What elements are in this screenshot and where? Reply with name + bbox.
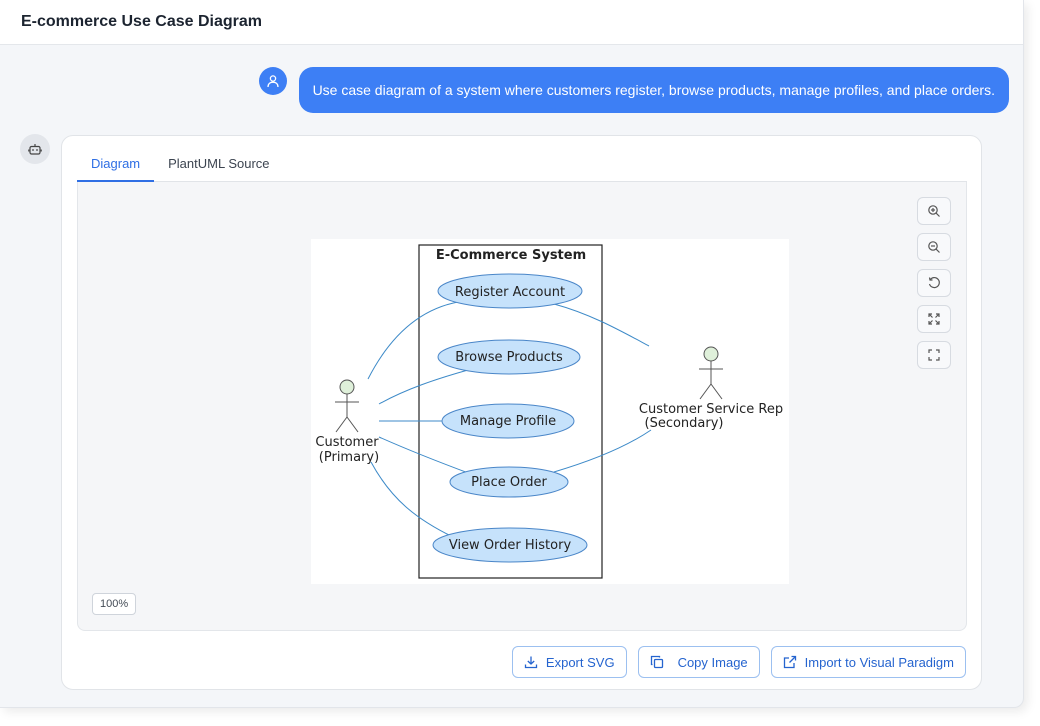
- user-message-bubble: Use case diagram of a system where custo…: [298, 67, 1009, 113]
- tab-plantuml-source[interactable]: PlantUML Source: [168, 156, 270, 171]
- system-title: E-Commerce System: [436, 248, 586, 263]
- tab-diagram[interactable]: Diagram: [77, 150, 155, 182]
- fullscreen-button[interactable]: [917, 341, 951, 369]
- fullscreen-icon: [928, 349, 940, 361]
- use-case-view-history: View Order History: [432, 527, 588, 563]
- svg-text:Place Order: Place Order: [471, 475, 547, 490]
- robot-icon: [28, 144, 42, 155]
- assoc-customer-register: [367, 301, 459, 380]
- assoc-customer-browse: [378, 369, 469, 405]
- zoom-in-button[interactable]: [917, 197, 951, 225]
- export-svg-button[interactable]: Export SVG: [511, 646, 627, 678]
- diagram-svg: E-Commerce System Register: [315, 244, 783, 579]
- response-card: Diagram PlantUML Source E-Commerce Syste…: [61, 135, 982, 690]
- external-link-icon: [783, 655, 796, 669]
- user-icon: [266, 75, 279, 88]
- use-case-browse: Browse Products: [437, 339, 581, 375]
- use-case-register: Register Account: [437, 273, 583, 309]
- reset-button[interactable]: [917, 269, 951, 297]
- export-svg-label: Export SVG: [545, 654, 615, 670]
- top-bar: E-commerce Use Case Diagram: [0, 0, 1023, 45]
- system-boundary: [418, 244, 603, 579]
- tab-bar: Diagram PlantUML Source: [77, 150, 967, 182]
- svg-text:Browse Products: Browse Products: [455, 350, 563, 365]
- user-avatar: [258, 67, 287, 95]
- assoc-rep-order: [553, 429, 652, 473]
- use-case-place-order: Place Order: [449, 466, 569, 498]
- actor-service-rep-name: Customer Service Rep: [639, 402, 783, 417]
- assoc-customer-history: [370, 461, 454, 538]
- zoom-level-badge: 100%: [92, 593, 137, 615]
- copy-image-button[interactable]: Copy Image: [637, 646, 760, 678]
- user-message-row: Use case diagram of a system where custo…: [258, 67, 1009, 113]
- reset-icon: [928, 276, 940, 289]
- actor-service-rep: [699, 346, 723, 400]
- assoc-customer-order: [378, 436, 472, 475]
- svg-text:Manage Profile: Manage Profile: [460, 414, 556, 429]
- diagram-canvas[interactable]: E-Commerce System Register: [77, 182, 967, 631]
- bot-avatar: [20, 134, 50, 164]
- actor-customer-name: Customer: [315, 435, 379, 450]
- zoom-out-button[interactable]: [917, 233, 951, 261]
- zoom-out-icon: [928, 241, 940, 253]
- actor-customer: [335, 379, 359, 433]
- svg-text:Register Account: Register Account: [455, 285, 565, 300]
- action-bar: Export SVG Copy Image Import to Visual P…: [511, 646, 966, 678]
- download-icon: [524, 656, 538, 669]
- import-visual-paradigm-label: Import to Visual Paradigm: [804, 654, 954, 670]
- app-window: E-commerce Use Case Diagram Use case dia…: [0, 0, 1024, 708]
- fit-screen-button[interactable]: [917, 305, 951, 333]
- import-visual-paradigm-button[interactable]: Import to Visual Paradigm: [770, 646, 966, 678]
- fit-screen-icon: [928, 313, 940, 325]
- use-case-diagram: E-Commerce System Register: [311, 239, 789, 584]
- use-case-manage-profile: Manage Profile: [441, 403, 575, 439]
- page-title: E-commerce Use Case Diagram: [21, 13, 263, 30]
- actor-service-rep-role: (Secondary): [645, 416, 724, 431]
- actor-customer-role: (Primary): [319, 450, 379, 465]
- svg-text:View Order History: View Order History: [449, 538, 572, 553]
- assoc-rep-register: [553, 303, 650, 347]
- zoom-in-icon: [928, 205, 940, 217]
- copy-image-label: Copy Image: [677, 654, 748, 670]
- copy-icon: [650, 655, 663, 669]
- association-lines: [367, 301, 652, 538]
